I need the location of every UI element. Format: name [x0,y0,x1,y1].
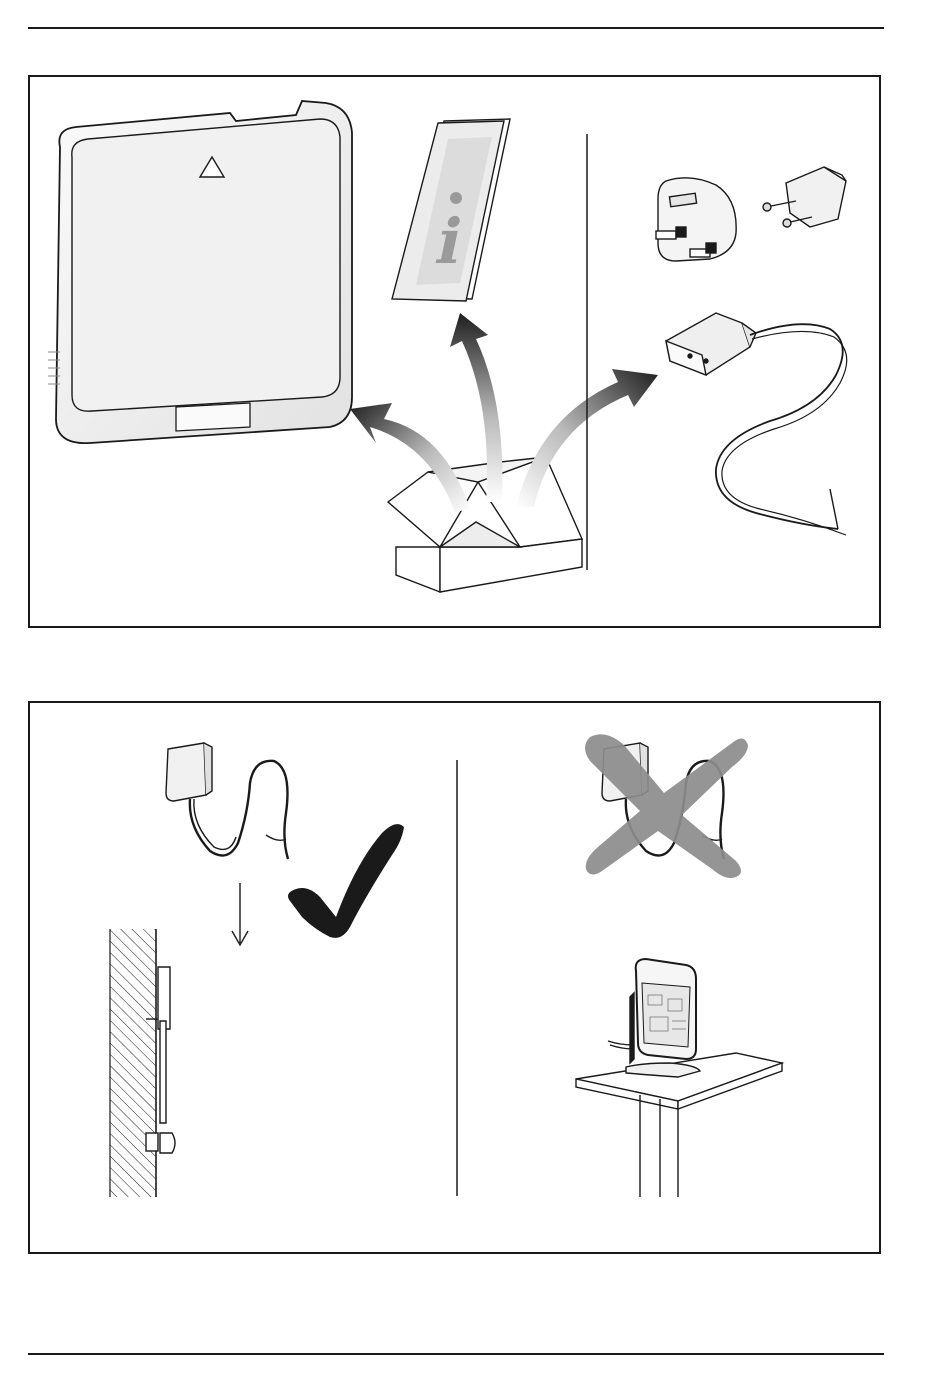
device-icon [48,101,352,443]
placement-panel [28,701,881,1254]
info-manual-icon: i [392,119,510,301]
uk-plug-adapter-icon [656,178,736,261]
unpacking-panel: i [28,75,881,628]
eu-plug-adapter-icon [763,167,846,227]
open-box-icon [388,457,582,592]
header-rule [28,27,884,29]
unpacking-illustration: i [30,77,883,630]
wall-section-icon [110,929,156,1197]
check-mark-icon [288,824,404,938]
desk-stand-device-icon [608,959,700,1077]
power-supply-icon [666,313,847,535]
footer-rule [28,1353,884,1355]
placement-illustration [30,703,883,1256]
power-supply-correct-icon [166,743,288,859]
down-arrow-icon [232,883,248,945]
